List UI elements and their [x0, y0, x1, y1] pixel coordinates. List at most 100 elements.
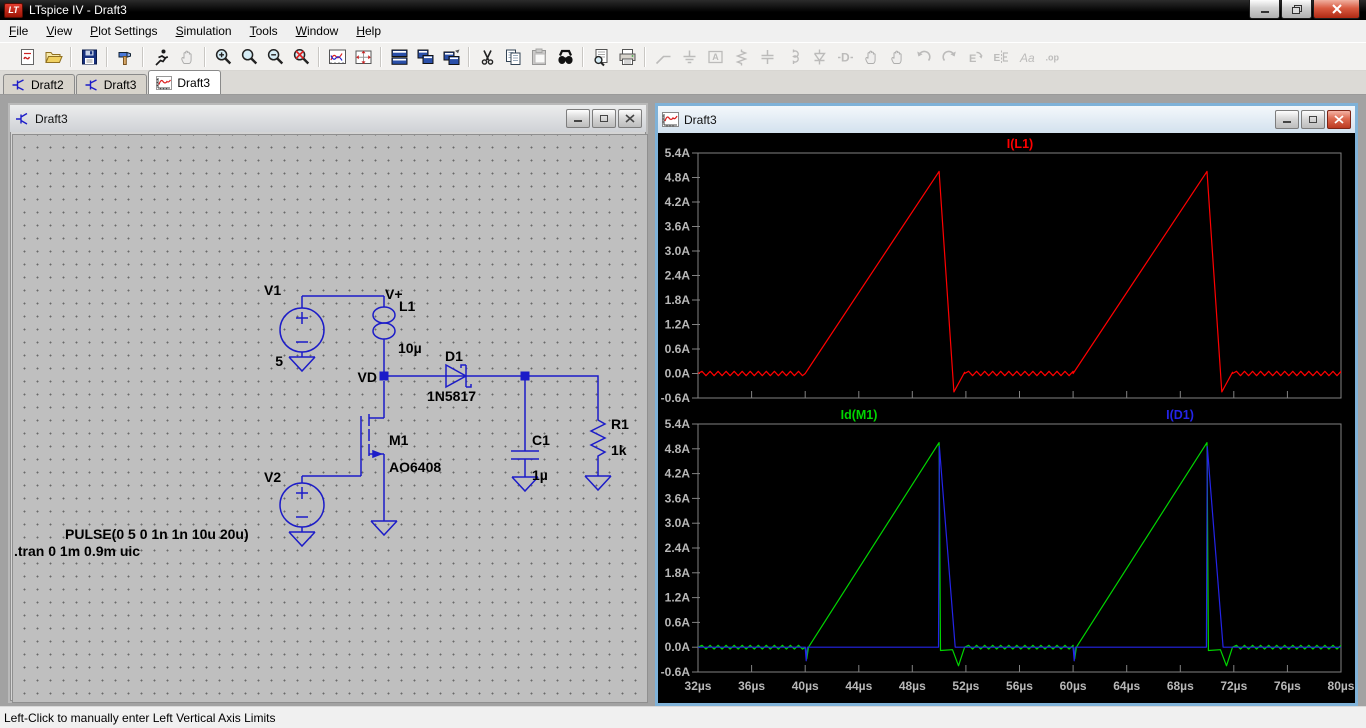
svg-text:E: E — [993, 53, 1000, 64]
toolbar-button-component[interactable]: D — [832, 45, 858, 69]
toolbar-button-undo[interactable] — [910, 45, 936, 69]
toolbar-button-cut[interactable] — [474, 45, 500, 69]
x-axis-tick-label[interactable]: 72µs — [1220, 679, 1247, 693]
x-axis-tick-label[interactable]: 56µs — [1006, 679, 1033, 693]
menu-item-window[interactable]: Window — [295, 24, 339, 38]
toolbar-button-move[interactable] — [858, 45, 884, 69]
menu-item-help[interactable]: Help — [356, 24, 381, 38]
y-axis-tick-label[interactable]: 1.2A — [665, 318, 691, 332]
schematic-window-titlebar[interactable]: Draft3 — [10, 105, 646, 132]
y-axis-tick-label[interactable]: -0.6A — [661, 391, 691, 405]
y-axis-tick-label[interactable]: 1.8A — [665, 293, 691, 307]
toolbar-button-tile-vertical[interactable] — [412, 45, 438, 69]
child-restore-button[interactable] — [1301, 110, 1325, 129]
y-axis-tick-label[interactable]: 0.6A — [665, 342, 691, 356]
waveform-window-titlebar[interactable]: Draft3 — [658, 106, 1355, 133]
menu-item-view[interactable]: View — [46, 24, 73, 38]
x-axis-tick-label[interactable]: 36µs — [738, 679, 765, 693]
x-axis-tick-label[interactable]: 64µs — [1113, 679, 1140, 693]
x-axis-tick-label[interactable]: 40µs — [792, 679, 819, 693]
waveform-plot-area[interactable]: 5.4A 4.8A 4.2A 3.6A 3.0A 2.4A 1.8A 1.2A 0.6A 0.0A… — [658, 133, 1355, 703]
y-axis-tick-label[interactable]: 4.2A — [665, 467, 691, 481]
toolbar-button-drag[interactable] — [884, 45, 910, 69]
toolbar-button-find[interactable] — [552, 45, 578, 69]
child-close-button[interactable] — [618, 109, 642, 128]
y-axis-tick-label[interactable]: 4.8A — [665, 442, 691, 456]
trace-label-id1[interactable]: I(D1) — [1166, 408, 1194, 422]
toolbar-button-paste[interactable] — [526, 45, 552, 69]
x-axis-tick-label[interactable]: 80µs — [1328, 679, 1355, 693]
y-axis-tick-label[interactable]: 5.4A — [665, 146, 691, 160]
toolbar-button-wire[interactable] — [650, 45, 676, 69]
x-axis-tick-label[interactable]: 48µs — [899, 679, 926, 693]
toolbar-button-ground[interactable] — [676, 45, 702, 69]
toolbar-button-cascade-windows[interactable] — [438, 45, 464, 69]
x-axis-tick-label[interactable]: 52µs — [952, 679, 979, 693]
toolbar-button-copy[interactable] — [500, 45, 526, 69]
toolbar-button-zoom-extents[interactable] — [236, 45, 262, 69]
tab-draft3-2[interactable]: Draft3 — [148, 70, 222, 94]
x-axis-tick-label[interactable]: 76µs — [1274, 679, 1301, 693]
y-axis-tick-label[interactable]: 3.0A — [665, 244, 691, 258]
toolbar-button-open[interactable] — [40, 45, 66, 69]
child-minimize-button[interactable] — [1275, 110, 1299, 129]
x-axis-tick-label[interactable]: 44µs — [845, 679, 872, 693]
menu-item-file[interactable]: File — [9, 24, 29, 38]
x-axis-tick-label[interactable]: 32µs — [685, 679, 712, 693]
menu-item-tools[interactable]: Tools — [249, 24, 278, 38]
y-axis-tick-label[interactable]: 3.0A — [665, 516, 691, 530]
toolbar-button-redo[interactable] — [936, 45, 962, 69]
toolbar-button-autorange-y[interactable] — [324, 45, 350, 69]
schematic-canvas[interactable]: V1 5 V+ L1 10µ D1 1N5817 VD M1 AO6408 C1… — [12, 134, 648, 703]
toolbar-button-zoom-out[interactable] — [262, 45, 288, 69]
y-axis-tick-label[interactable]: 2.4A — [665, 541, 691, 555]
y-axis-tick-label[interactable]: 4.2A — [665, 195, 691, 209]
restore-button[interactable] — [1281, 0, 1312, 19]
tab-draft2-0[interactable]: Draft2 — [3, 74, 75, 94]
child-minimize-button[interactable] — [566, 109, 590, 128]
y-axis-tick-label[interactable]: 4.8A — [665, 171, 691, 185]
trace-label-idm1[interactable]: Id(M1) — [841, 408, 878, 422]
toolbar-button-mirror[interactable]: E — [988, 45, 1014, 69]
toolbar-button-resistor[interactable] — [728, 45, 754, 69]
toolbar-button-rotate[interactable]: E — [962, 45, 988, 69]
toolbar-button-capacitor[interactable] — [754, 45, 780, 69]
toolbar-button-tile-horizontal[interactable] — [386, 45, 412, 69]
y-axis-tick-label[interactable]: 3.6A — [665, 491, 691, 505]
close-button[interactable] — [1313, 0, 1360, 19]
toolbar-button-halt[interactable] — [174, 45, 200, 69]
toolbar-button-text[interactable]: Aa — [1014, 45, 1040, 69]
toolbar-button-control-panel[interactable] — [112, 45, 138, 69]
child-restore-button[interactable] — [592, 109, 616, 128]
toolbar-button-net-label[interactable]: A — [702, 45, 728, 69]
toolbar-button-inductor[interactable] — [780, 45, 806, 69]
x-axis-tick-label[interactable]: 60µs — [1060, 679, 1087, 693]
y-axis-tick-label[interactable]: 2.4A — [665, 269, 691, 283]
y-axis-tick-label[interactable]: 0.0A — [665, 367, 691, 381]
y-axis-tick-label[interactable]: 0.6A — [665, 615, 691, 629]
child-close-button[interactable] — [1327, 110, 1351, 129]
toolbar-button-new-schematic[interactable] — [14, 45, 40, 69]
tab-draft3-1[interactable]: Draft3 — [75, 74, 148, 94]
toolbar-button-zoom-in[interactable] — [210, 45, 236, 69]
toolbar-button-save[interactable] — [76, 45, 102, 69]
menu-item-simulation[interactable]: Simulation — [175, 24, 232, 38]
y-axis-tick-label[interactable]: 0.0A — [665, 640, 691, 654]
y-axis-tick-label[interactable]: 1.8A — [665, 566, 691, 580]
trace-label-il1[interactable]: I(L1) — [1007, 137, 1033, 151]
y-axis-tick-label[interactable]: 5.4A — [665, 417, 691, 431]
x-axis-tick-label[interactable]: 68µs — [1167, 679, 1194, 693]
toolbar-button-zoom-undo[interactable] — [288, 45, 314, 69]
main-titlebar[interactable]: LT LTspice IV - Draft3 — [0, 0, 1366, 20]
toolbar-button-run[interactable] — [148, 45, 174, 69]
menu-item-plot-settings[interactable]: Plot Settings — [90, 24, 158, 38]
toolbar-button-pan-plot[interactable] — [350, 45, 376, 69]
toolbar-button-print-preview[interactable] — [588, 45, 614, 69]
toolbar-button-spice-directive[interactable]: .op — [1040, 45, 1066, 69]
minimize-button[interactable] — [1249, 0, 1280, 19]
y-axis-tick-label[interactable]: -0.6A — [661, 665, 691, 679]
y-axis-tick-label[interactable]: 1.2A — [665, 591, 691, 605]
toolbar-button-diode[interactable] — [806, 45, 832, 69]
y-axis-tick-label[interactable]: 3.6A — [665, 220, 691, 234]
toolbar-button-print[interactable] — [614, 45, 640, 69]
